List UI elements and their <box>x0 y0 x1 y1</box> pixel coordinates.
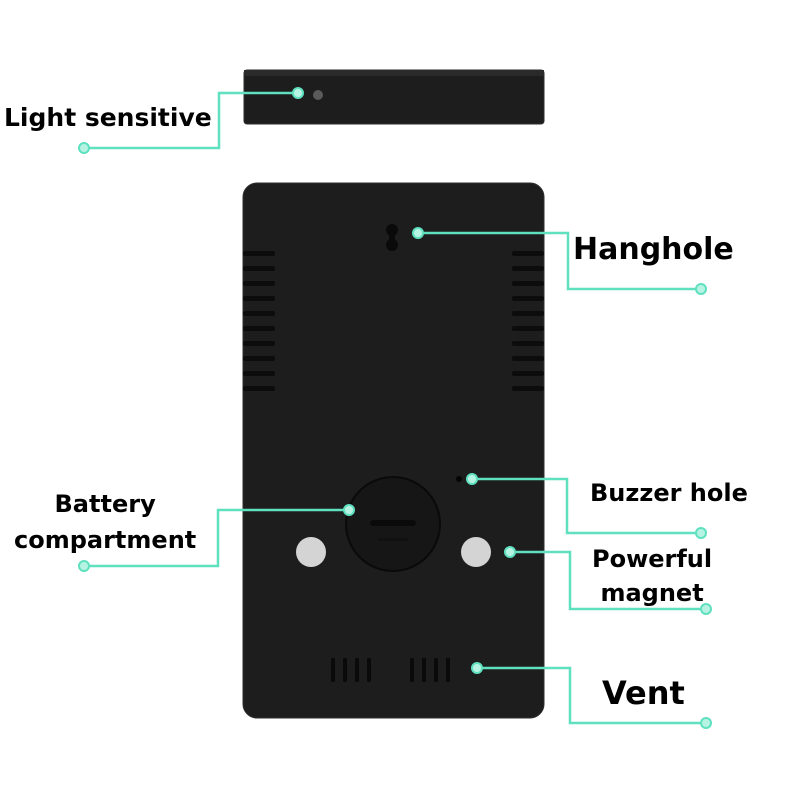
dot-hanghole-end <box>695 283 707 295</box>
dot-light-sensitive-end <box>78 142 90 154</box>
device-top-view <box>243 69 545 125</box>
label-light-sensitive: Light sensitive <box>4 103 212 132</box>
dot-buzzer-end <box>695 527 707 539</box>
device-back-panel <box>242 182 545 719</box>
buzzer-hole-icon <box>456 476 462 482</box>
dot-magnet-device <box>504 546 516 558</box>
left-side-vents <box>243 251 275 391</box>
dot-vent-device <box>471 662 483 674</box>
battery-compartment-icon <box>345 476 441 572</box>
right-side-vents <box>512 251 544 391</box>
right-magnet-icon <box>461 537 491 567</box>
callout-light-sensitive <box>84 91 298 150</box>
label-hanghole: Hanghole <box>573 232 734 267</box>
hang-hole-icon <box>386 224 398 251</box>
dot-light-sensitive-device <box>292 87 304 99</box>
callout-lines <box>84 91 706 725</box>
label-buzzer-hole: Buzzer hole <box>590 479 748 507</box>
callout-battery <box>84 508 349 568</box>
dot-hanghole-device <box>412 227 424 239</box>
left-magnet-icon <box>296 537 326 567</box>
dot-battery-device <box>343 504 355 516</box>
callout-hanghole <box>418 231 701 291</box>
label-battery-line2: compartment <box>14 526 197 554</box>
dot-buzzer-device <box>466 473 478 485</box>
label-powerful-magnet: Powerful magnet <box>592 542 712 610</box>
light-sensor-icon <box>313 90 323 100</box>
label-vent: Vent <box>602 674 685 712</box>
dot-magnet-end <box>700 603 712 615</box>
callout-buzzer <box>472 477 701 535</box>
label-battery-compartment: Battery compartment <box>14 486 196 558</box>
callout-vent <box>477 666 706 725</box>
label-magnet-line2: magnet <box>600 579 704 607</box>
callout-dots <box>78 87 712 729</box>
bottom-vents <box>331 658 450 682</box>
dot-vent-end <box>700 717 712 729</box>
label-battery-line1: Battery <box>54 490 156 518</box>
label-magnet-line1: Powerful <box>592 545 713 573</box>
dot-battery-end <box>78 560 90 572</box>
callout-magnet <box>510 550 706 611</box>
